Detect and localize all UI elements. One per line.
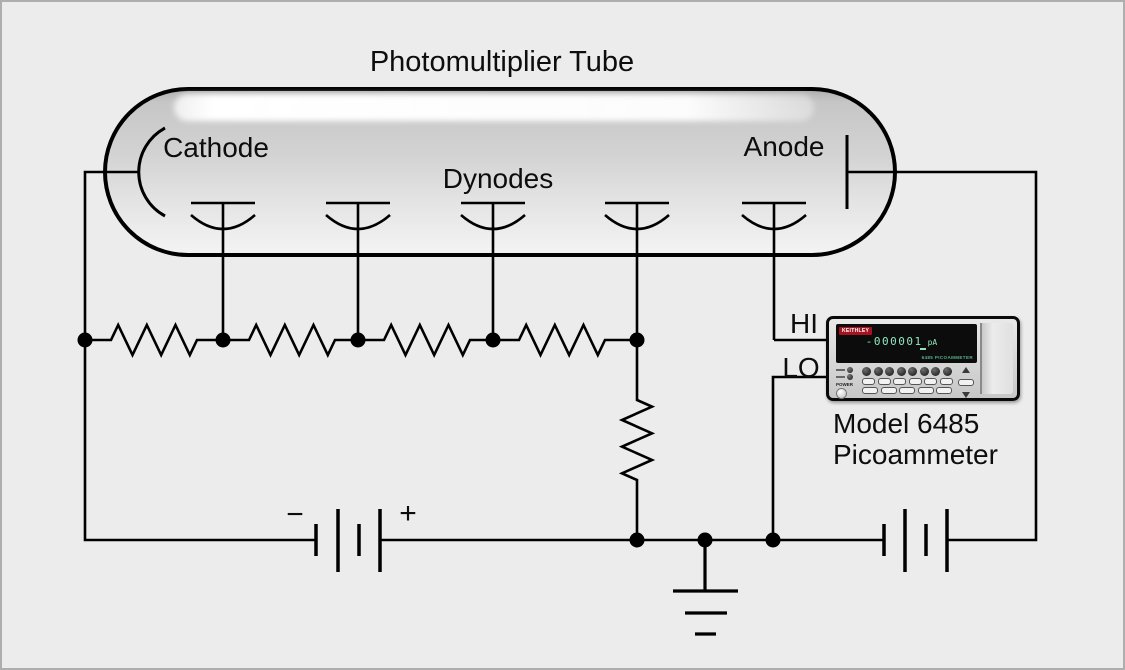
round-button-row <box>862 367 957 376</box>
anode-return-wire <box>847 170 1038 542</box>
meter-caption-line1: Model 6485 <box>833 408 980 439</box>
meter-reading-value: -000001 <box>865 335 923 348</box>
junction-dot <box>629 332 645 348</box>
power-column: POWER <box>836 366 862 399</box>
cathode-label: Cathode <box>163 132 269 163</box>
dynode-electrode-1 <box>190 201 256 340</box>
meter-display: KEITHLEY -000001 pA 6485 PICOAMMETER <box>836 324 977 363</box>
mini-label <box>836 369 845 371</box>
display-cursor <box>920 348 926 350</box>
meter-side-panel <box>980 323 1013 394</box>
meter-button <box>919 367 929 376</box>
meter-button <box>942 367 952 376</box>
range-down-icon <box>962 392 970 398</box>
meter-button <box>873 367 883 376</box>
meter-soft-button <box>877 378 891 385</box>
junction-dots <box>77 332 781 548</box>
pill-button-row <box>862 387 957 394</box>
resistor-vertical <box>618 340 656 540</box>
hi-terminal-label: HI <box>790 308 818 339</box>
meter-control-panel: POWER <box>836 366 977 399</box>
mini-knob <box>847 367 853 373</box>
dynode-group <box>190 201 807 340</box>
meter-soft-button <box>893 378 906 385</box>
junction-dot <box>765 532 781 548</box>
meter-soft-button <box>880 387 897 394</box>
auto-range-button <box>958 379 974 386</box>
dynode-electrode-3 <box>460 201 526 340</box>
meter-model-label: 6485 PICOAMMETER <box>921 355 973 360</box>
function-buttons <box>862 366 957 399</box>
tube-gloss-highlight <box>174 94 814 121</box>
junction-dot <box>350 332 366 348</box>
page-title: Photomultiplier Tube <box>369 46 635 78</box>
meter-soft-button <box>899 387 915 394</box>
junction-dot <box>697 532 713 548</box>
meter-soft-button <box>862 378 875 385</box>
battery-right-symbol <box>882 509 949 572</box>
keithley-logo: KEITHLEY <box>839 327 873 335</box>
meter-soft-button <box>908 378 922 385</box>
meter-caption: Model 6485 Picoammeter <box>833 408 998 470</box>
range-buttons <box>957 366 975 399</box>
dynode-electrode-5 <box>741 201 807 340</box>
meter-button <box>885 367 894 376</box>
meter-soft-button <box>917 387 934 394</box>
meter-soft-button <box>862 387 878 394</box>
meter-reading: -000001 pA <box>836 335 967 348</box>
cathode-electrode <box>137 126 166 218</box>
range-up-icon <box>962 367 970 373</box>
meter-button <box>908 367 917 376</box>
meter-reading-unit: pA <box>927 338 938 347</box>
lo-terminal-label: LO <box>782 352 820 383</box>
junction-dot <box>215 332 231 348</box>
junction-dot <box>77 332 93 348</box>
dynode-electrode-2 <box>325 201 391 340</box>
power-label: POWER <box>836 381 854 387</box>
battery-plus-label: + <box>399 497 417 530</box>
battery-minus-label: − <box>286 498 304 531</box>
cathode-wire <box>83 170 316 542</box>
ground-symbol <box>673 540 738 636</box>
battery-left-symbol <box>314 509 382 572</box>
pmt-tube-body <box>103 87 897 257</box>
meter-button <box>896 367 906 376</box>
meter-soft-button <box>936 387 952 394</box>
indicator-row <box>836 367 862 373</box>
meter-caption-line2: Picoammeter <box>833 439 998 470</box>
meter-soft-button <box>924 378 937 385</box>
mini-label <box>836 376 845 379</box>
picoammeter-device: KEITHLEY -000001 pA 6485 PICOAMMETER POWE… <box>826 316 1020 401</box>
meter-button <box>931 367 940 376</box>
junction-dot <box>485 332 501 348</box>
indicator-row <box>836 374 862 381</box>
meter-button <box>862 367 871 376</box>
dynode-electrode-4 <box>604 201 670 340</box>
lo-wire <box>771 375 830 540</box>
junction-dot <box>629 532 645 548</box>
anode-label: Anode <box>743 131 825 162</box>
power-button <box>836 387 847 399</box>
meter-soft-button <box>939 378 953 385</box>
pill-button-row <box>862 378 957 385</box>
dynodes-label: Dynodes <box>442 163 554 194</box>
mini-knob <box>847 374 853 381</box>
